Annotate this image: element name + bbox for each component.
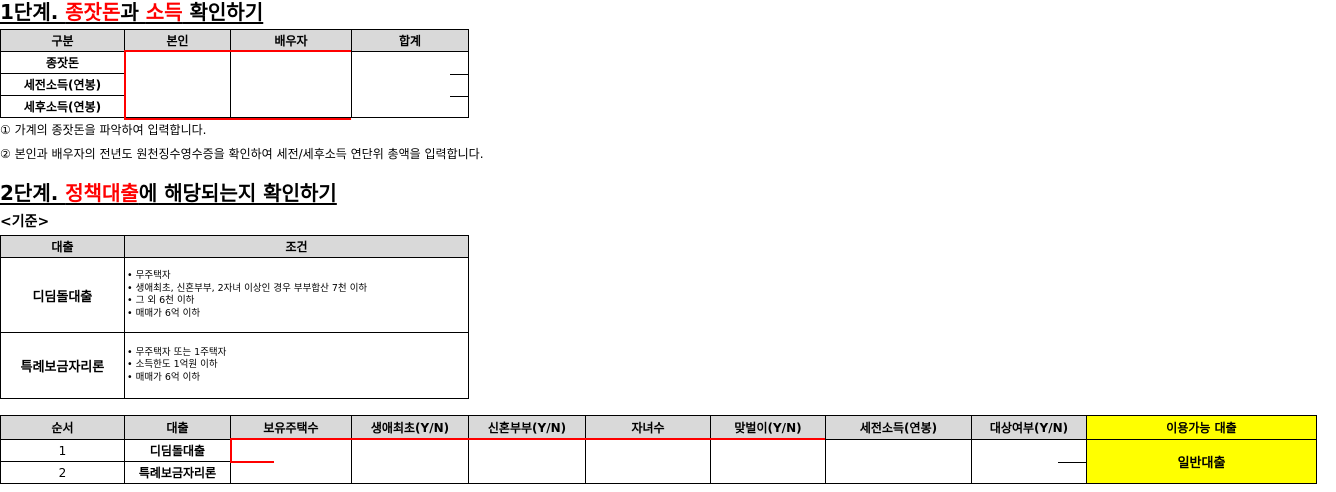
condition-line: • 무주택자: [127, 270, 171, 281]
check-input-range-bottom-marker: [230, 461, 274, 463]
step1-title: 1단계. 종잣돈과 소득 확인하기: [0, 0, 263, 24]
criteria-loan-didimdol: 디딤돌대출: [0, 257, 125, 333]
step2-title: 2단계. 정책대출에 해당되는지 확인하기: [0, 181, 337, 205]
step1-title-seed-money: 종잣돈: [65, 0, 121, 24]
check-header-children: 자녀수: [585, 415, 711, 440]
condition-line: • 무주택자 또는 1주택자: [127, 346, 227, 358]
income-header-self: 본인: [124, 29, 231, 52]
input-range-bottom-marker: [124, 118, 351, 120]
available-loan-result: 일반대출: [1086, 439, 1317, 484]
criteria-header-loan: 대출: [0, 235, 125, 258]
check-row-1-order: 1: [0, 439, 125, 462]
check-input-range-left-marker: [230, 438, 232, 462]
income-header-total: 합계: [351, 29, 469, 52]
check-row-2-eligible: [971, 461, 1087, 484]
condition-line: • 매매가 6억 이하: [127, 307, 201, 319]
total-cell-dash-2: [450, 96, 468, 97]
check-row-2-first-time-input[interactable]: [351, 461, 469, 484]
step1-title-suffix: 확인하기: [182, 0, 264, 24]
row-label-pretax-income: 세전소득(연봉): [0, 73, 125, 96]
check-row-2-houses-input[interactable]: [230, 461, 352, 484]
criteria-header-condition: 조건: [124, 235, 469, 258]
criteria-table: 대출 조건 디딤돌대출 • 무주택자 • 생애최초, 신혼부부, 2자녀 이상인…: [0, 235, 469, 399]
condition-line: • 매매가 6억 이하: [127, 371, 201, 383]
step2-title-suffix: 에 해당되는지 확인하기: [138, 181, 337, 205]
criteria-conditions-special-bogeumjari: • 무주택자 또는 1주택자 • 소득한도 1억원 이하 • 매매가 6억 이하: [124, 332, 469, 399]
check-row-2-children-input[interactable]: [585, 461, 711, 484]
income-header-spouse: 배우자: [230, 29, 352, 52]
input-range-top-marker: [124, 50, 351, 52]
check-row-2-loan: 특례보금자리론: [124, 461, 231, 484]
eligible-cell-dash: [1058, 462, 1086, 463]
check-header-dual-income: 맞벌이(Y/N): [710, 415, 826, 440]
step1-note-1: ① 가계의 종잣돈을 파악하여 입력합니다.: [0, 123, 207, 137]
step2-title-prefix: 2단계.: [0, 181, 66, 205]
condition-line: • 소득한도 1억원 이하: [127, 359, 218, 371]
step1-title-prefix: 1단계.: [0, 0, 66, 24]
condition-line: • 그 외 6천 이하: [127, 295, 195, 306]
check-header-eligible: 대상여부(Y/N): [971, 415, 1087, 440]
check-row-1-dual-income-input[interactable]: [710, 439, 826, 462]
income-header-category: 구분: [0, 29, 125, 52]
check-header-pretax-income: 세전소득(연봉): [825, 415, 972, 440]
condition-line: • 생애최초, 신혼부부, 2자녀 이상인 경우 부부합산 7천 이하: [127, 282, 368, 294]
check-row-1-children-input[interactable]: [585, 439, 711, 462]
check-row-1-newlywed-input[interactable]: [468, 439, 586, 462]
criteria-label: <기준>: [0, 214, 50, 230]
income-table: 구분 본인 배우자 합계 종잣돈 세전소득(연봉) 세후소득(연봉): [0, 29, 469, 118]
total-seed-money: [351, 51, 469, 74]
row-label-seed-money: 종잣돈: [0, 51, 125, 74]
input-self-aftertax-income[interactable]: [124, 95, 231, 118]
input-spouse-pretax-income[interactable]: [230, 73, 352, 96]
check-row-2-order: 2: [0, 461, 125, 484]
criteria-conditions-didimdol: • 무주택자 • 생애최초, 신혼부부, 2자녀 이상인 경우 부부합산 7천 …: [124, 257, 469, 333]
check-row-1-pretax-income: [825, 439, 972, 462]
check-header-houses-owned: 보유주택수: [230, 415, 352, 440]
check-row-1-first-time-input[interactable]: [351, 439, 469, 462]
input-spouse-aftertax-income[interactable]: [230, 95, 352, 118]
check-header-newlywed: 신혼부부(Y/N): [468, 415, 586, 440]
total-aftertax-income: [351, 95, 469, 118]
eligibility-table: 순서 대출 보유주택수 생애최초(Y/N) 신혼부부(Y/N) 자녀수 맞벌이(…: [0, 415, 1317, 484]
check-header-order: 순서: [0, 415, 125, 440]
check-row-1-loan: 디딤돌대출: [124, 439, 231, 462]
check-input-range-top-marker: [230, 438, 825, 440]
input-spouse-seed-money[interactable]: [230, 51, 352, 74]
input-self-seed-money[interactable]: [124, 51, 231, 74]
criteria-loan-special-bogeumjari: 특례보금자리론: [0, 332, 125, 399]
step1-note-2: ② 본인과 배우자의 전년도 원천징수영수증을 확인하여 세전/세후소득 연단위…: [0, 147, 484, 161]
row-label-aftertax-income: 세후소득(연봉): [0, 95, 125, 118]
check-header-first-time: 생애최초(Y/N): [351, 415, 469, 440]
input-range-left-marker: [124, 50, 126, 120]
step2-title-policy-loan: 정책대출: [65, 181, 139, 205]
step1-title-mid: 과: [120, 0, 146, 24]
total-pretax-income: [351, 73, 469, 96]
total-cell-dash-1: [450, 74, 468, 75]
step1-title-income: 소득: [145, 0, 183, 24]
check-row-2-dual-income-input[interactable]: [710, 461, 826, 484]
check-header-loan: 대출: [124, 415, 231, 440]
check-row-1-houses-input[interactable]: [230, 439, 352, 462]
input-self-pretax-income[interactable]: [124, 73, 231, 96]
check-row-1-eligible: [971, 439, 1087, 462]
check-row-2-pretax-income: [825, 461, 972, 484]
check-row-2-newlywed-input[interactable]: [468, 461, 586, 484]
check-header-available-loan: 이용가능 대출: [1086, 415, 1317, 440]
